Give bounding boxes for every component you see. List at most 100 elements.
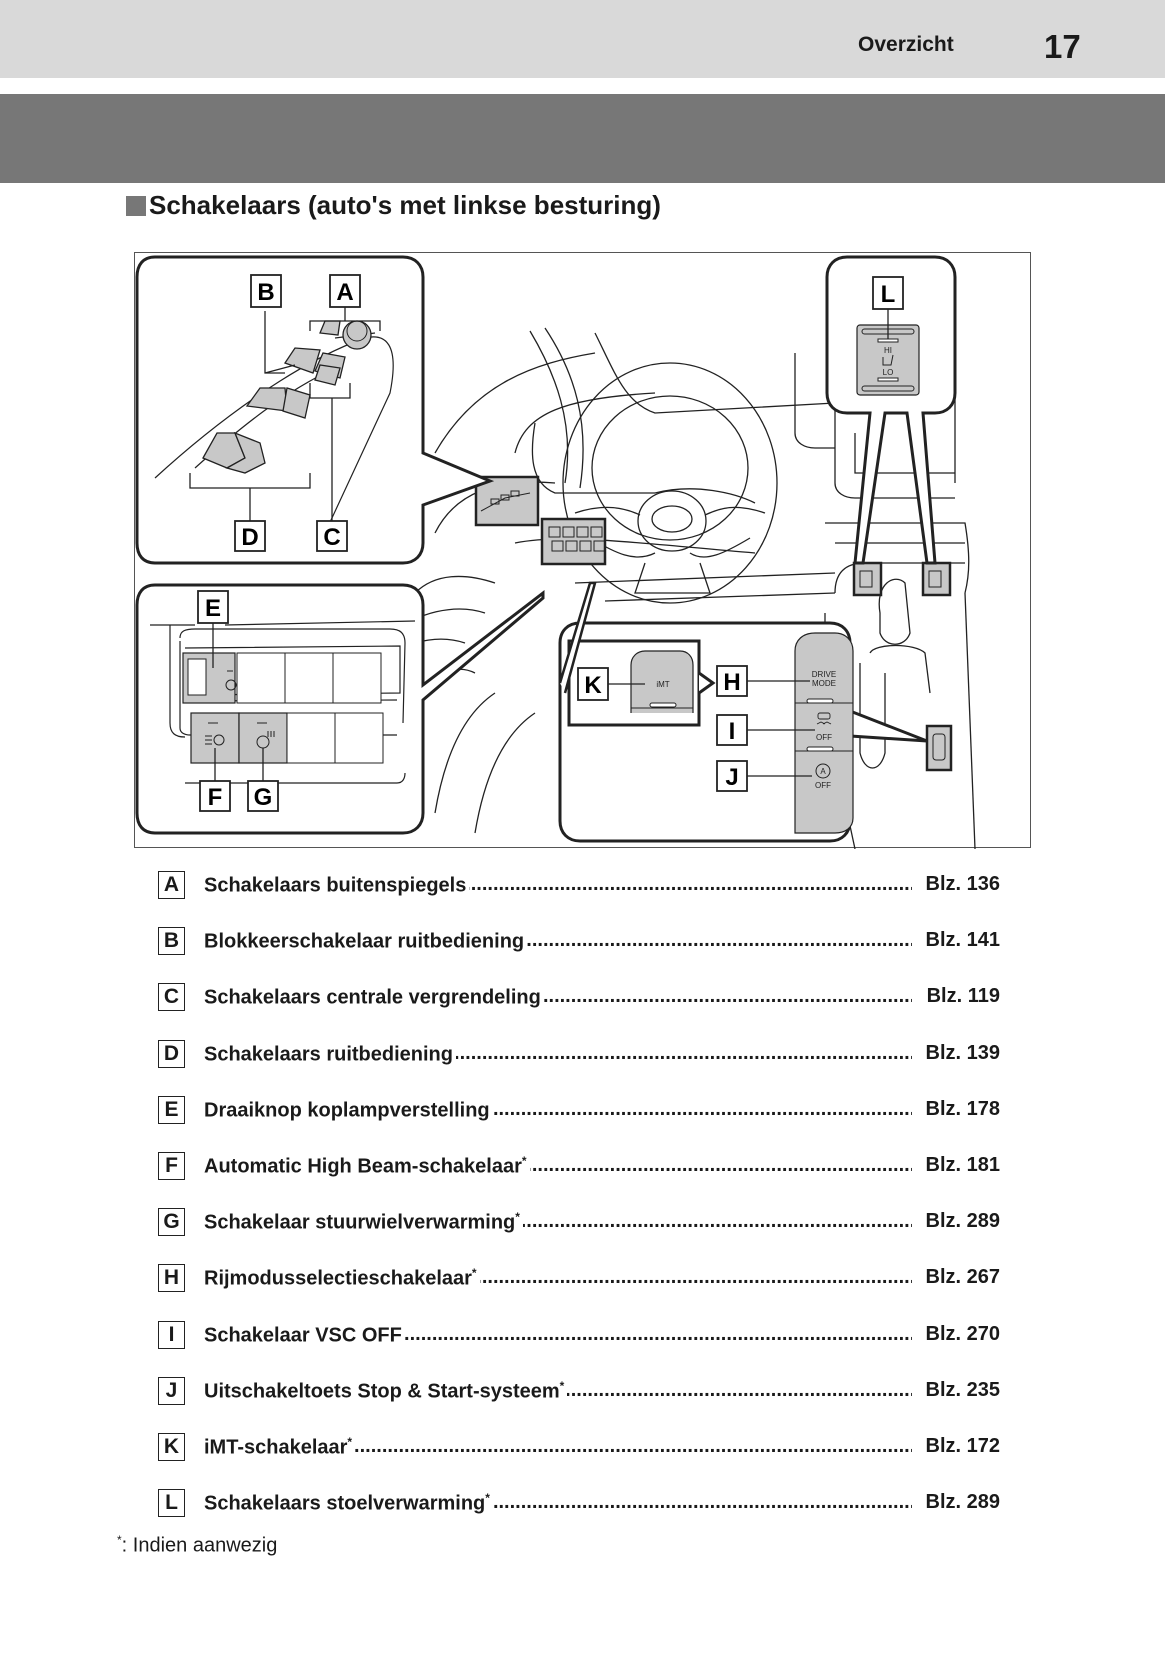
illustration-svg: A B C D bbox=[135, 255, 976, 849]
list-item: D ......................................… bbox=[158, 1039, 1000, 1096]
panel-seat-heater: HI LO L bbox=[825, 255, 957, 565]
list-item: J ......................................… bbox=[158, 1376, 1000, 1433]
svg-text:L: L bbox=[881, 281, 896, 308]
item-letter: C bbox=[158, 983, 185, 1012]
highlight-console-switches bbox=[925, 724, 953, 772]
section-name: Overzicht bbox=[858, 33, 954, 56]
page-reference-link[interactable]: Blz. 270 bbox=[923, 1322, 1000, 1346]
page-reference-link[interactable]: Blz. 267 bbox=[923, 1266, 1000, 1290]
list-item: E ......................................… bbox=[158, 1095, 1000, 1152]
highlight-window-switches bbox=[474, 475, 540, 527]
panel-instrument-switches: E F G bbox=[135, 583, 545, 835]
item-letter: K bbox=[158, 1432, 185, 1461]
list-item: I ......................................… bbox=[158, 1320, 1000, 1377]
footnote-mark: * bbox=[117, 1533, 122, 1547]
page-reference-link[interactable]: Blz. 289 bbox=[923, 1210, 1000, 1234]
chapter-band bbox=[0, 94, 1165, 183]
callout-G: G bbox=[247, 780, 279, 812]
list-item: G ......................................… bbox=[158, 1208, 1000, 1264]
vsc-off-text: OFF bbox=[816, 733, 832, 742]
item-letter: H bbox=[158, 1264, 185, 1293]
page-reference-link[interactable]: Blz. 141 bbox=[923, 929, 1000, 953]
list-item: F ......................................… bbox=[158, 1151, 1000, 1208]
page-reference-link[interactable]: Blz. 235 bbox=[923, 1378, 1000, 1402]
panel-console-switches: iMT K DRIVE MODE OFF A OFF bbox=[558, 581, 928, 843]
drive-mode-text-1: DRIVE bbox=[812, 670, 836, 679]
item-label: Uitschakeltoets Stop & Start-systeem* bbox=[204, 1378, 568, 1404]
page-reference-link[interactable]: Blz. 181 bbox=[923, 1153, 1000, 1177]
item-label: Rijmodusselectieschakelaar* bbox=[204, 1266, 480, 1291]
item-letter: B bbox=[158, 927, 185, 956]
item-letter: F bbox=[158, 1151, 185, 1180]
heading-square-icon bbox=[126, 195, 146, 216]
stop-start-icon bbox=[815, 763, 831, 779]
svg-text:B: B bbox=[257, 279, 274, 306]
item-label: Draaiknop koplampverstelling bbox=[204, 1097, 493, 1123]
footnote-text: : Indien aanwezig bbox=[121, 1534, 278, 1557]
svg-text:J: J bbox=[725, 764, 738, 791]
svg-text:A: A bbox=[336, 279, 353, 306]
highlight-seat-heater-switches bbox=[852, 561, 952, 597]
item-letter: E bbox=[158, 1095, 185, 1124]
callout-L: L bbox=[872, 276, 904, 310]
svg-text:H: H bbox=[723, 669, 740, 696]
page-reference-link[interactable]: Blz. 289 bbox=[923, 1491, 1000, 1515]
callout-C: C bbox=[316, 520, 348, 552]
switches-illustration: A B C D bbox=[134, 252, 1031, 849]
item-label: Schakelaars ruitbediening bbox=[204, 1041, 456, 1067]
panel-door-switches: A B C D bbox=[135, 255, 495, 565]
svg-text:A: A bbox=[820, 767, 826, 776]
item-letter: L bbox=[158, 1489, 185, 1518]
item-label: Schakelaar stuurwielverwarming* bbox=[204, 1210, 523, 1235]
imt-switch-text: iMT bbox=[656, 680, 669, 689]
callout-J: J bbox=[716, 760, 748, 792]
item-letter: D bbox=[158, 1039, 185, 1068]
item-label: Schakelaars stoelverwarming* bbox=[204, 1491, 493, 1516]
callout-I: I bbox=[716, 714, 748, 746]
callout-H: H bbox=[716, 665, 748, 697]
page-reference-link[interactable]: Blz. 139 bbox=[923, 1041, 1000, 1065]
svg-text:E: E bbox=[205, 595, 221, 622]
drive-mode-text-2: MODE bbox=[812, 679, 836, 688]
svg-text:C: C bbox=[323, 524, 340, 551]
section-heading: Schakelaars (auto's met linkse besturing… bbox=[126, 190, 661, 221]
svg-text:I: I bbox=[729, 718, 736, 745]
list-item: K ......................................… bbox=[158, 1432, 1000, 1489]
item-letter: J bbox=[158, 1376, 185, 1405]
seat-heater-icon bbox=[882, 354, 894, 366]
page-reference-link[interactable]: Blz. 119 bbox=[924, 985, 1000, 1009]
dot-leader: ........................................… bbox=[204, 1434, 912, 1457]
callout-K: K bbox=[577, 667, 609, 701]
item-label: iMT-schakelaar* bbox=[204, 1434, 356, 1460]
callout-E: E bbox=[197, 590, 229, 624]
heading-text: Schakelaars (auto's met linkse besturing… bbox=[149, 190, 661, 220]
svg-text:F: F bbox=[208, 784, 223, 811]
seat-lo-text: LO bbox=[883, 368, 894, 377]
page-reference-link[interactable]: Blz. 172 bbox=[923, 1434, 1000, 1458]
page-reference-link[interactable]: Blz. 178 bbox=[923, 1097, 1000, 1121]
svg-text:K: K bbox=[584, 672, 602, 699]
svg-text:D: D bbox=[241, 524, 258, 551]
item-letter: I bbox=[158, 1320, 185, 1349]
item-label: Schakelaars centrale vergrendeling bbox=[204, 985, 544, 1011]
page-header-band bbox=[0, 0, 1165, 78]
vsc-off-icon bbox=[816, 712, 832, 725]
item-letter: A bbox=[158, 871, 185, 899]
switch-list: A ......................................… bbox=[158, 871, 1000, 1545]
list-item: C ......................................… bbox=[158, 983, 1000, 1039]
list-item: A ......................................… bbox=[158, 871, 1000, 927]
list-item: B ......................................… bbox=[158, 927, 1000, 983]
callout-A: A bbox=[329, 274, 361, 308]
page-reference-link[interactable]: Blz. 136 bbox=[923, 873, 1000, 896]
svg-text:G: G bbox=[254, 784, 273, 811]
callout-D: D bbox=[234, 520, 266, 552]
page-number: 17 bbox=[1044, 28, 1081, 65]
highlight-instrument-switches bbox=[540, 517, 607, 566]
item-label: Automatic High Beam-schakelaar* bbox=[204, 1153, 530, 1179]
item-label: Schakelaar VSC OFF bbox=[204, 1322, 405, 1348]
item-label: Schakelaars buitenspiegels bbox=[204, 873, 470, 898]
item-label: Blokkeerschakelaar ruitbediening bbox=[204, 929, 528, 954]
list-item: H ......................................… bbox=[158, 1264, 1000, 1320]
footnote: *: Indien aanwezig bbox=[117, 1533, 277, 1558]
list-item: L ......................................… bbox=[158, 1489, 1000, 1545]
